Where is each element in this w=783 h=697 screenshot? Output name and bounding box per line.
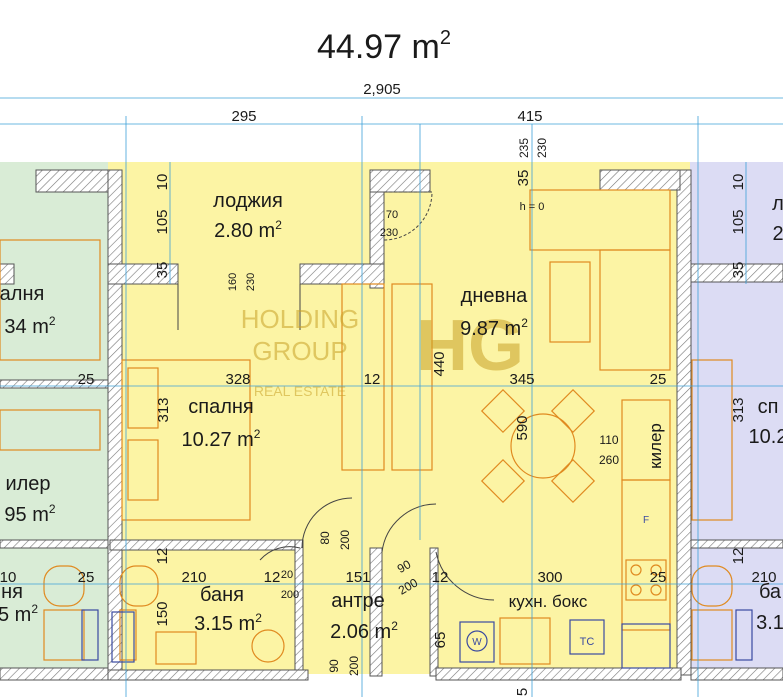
right-bath-name: ба: [759, 581, 782, 603]
left-bedroom-area: 34 m2: [4, 314, 55, 338]
dim-k110: 110: [599, 433, 618, 447]
dim-w328: 328: [225, 371, 250, 388]
dim-v35-top: 35: [515, 170, 532, 187]
bathroom-area: 3.15 m2: [194, 611, 262, 635]
watermark: HOLDING GROUP REAL ESTATE HG: [241, 304, 524, 399]
dim-h440: 440: [431, 351, 448, 376]
closet-name: килер: [646, 423, 665, 469]
bathroom-name: баня: [200, 584, 244, 606]
dimension-lines: [0, 97, 783, 697]
dim-right-span: 415: [517, 108, 542, 125]
loggia-name: лоджия: [213, 190, 283, 212]
watermark-logo: HG: [416, 306, 524, 386]
left-apartment-fill: [0, 162, 108, 674]
dim-d200a: 200: [338, 530, 352, 550]
dim-r10: 10: [730, 174, 747, 191]
right-bedroom-area: 10.2: [749, 426, 783, 448]
dim-b90: 90: [395, 557, 414, 576]
door-swings: [177, 191, 495, 601]
dim-r12: 12: [730, 548, 747, 565]
dim-v235: 235: [517, 138, 531, 158]
living-name: дневна: [461, 285, 529, 307]
dim-d230b: 230: [245, 273, 257, 291]
dim-b12b: 12: [432, 569, 449, 586]
left-bath-name: ня: [1, 581, 23, 603]
living-area: 9.87 m2: [460, 316, 528, 340]
dim-r105: 105: [730, 209, 747, 234]
dim-v200: 200: [347, 656, 361, 676]
dim-b10: 10: [0, 569, 16, 586]
washer-label: W: [472, 637, 482, 648]
dim-d80: 80: [318, 531, 332, 545]
left-closet-area: 95 m2: [4, 502, 55, 526]
right-bath-area: 3.1: [756, 612, 783, 634]
dim-b12a: 12: [264, 569, 281, 586]
dim-k260: 260: [599, 453, 619, 467]
left-bath-area: 5 m2: [0, 602, 38, 626]
dim-w25-right: 25: [650, 371, 667, 388]
dim-d160: 160: [227, 273, 239, 291]
vertical-dimension-labels: 235 230 35 10 105 35 160 230 10 105 35 4…: [154, 138, 747, 697]
dim-total-width: 2,905: [363, 81, 401, 98]
dim-w25-left: 25: [78, 371, 95, 388]
dim-bot5: 5: [514, 688, 531, 696]
furniture: [0, 189, 733, 665]
bedroom-name: спалня: [188, 396, 254, 418]
dim-b25: 25: [78, 569, 95, 586]
dim-r313: 313: [730, 397, 747, 422]
watermark-line2: GROUP: [252, 336, 347, 366]
appliances: [81, 609, 753, 669]
dimension-labels: 2,905 295 415 h = 0 70 230 25 328 12 345…: [0, 81, 777, 601]
dim-230-door: 230: [380, 227, 398, 239]
fridge-label: F: [643, 515, 649, 526]
kitchen-name: кухн. бокс: [509, 592, 588, 611]
right-loggia-name: л: [772, 193, 783, 215]
dim-b210: 210: [181, 569, 206, 586]
dim-v65: 65: [432, 632, 449, 649]
dim-v12: 12: [154, 548, 171, 565]
dim-w345: 345: [509, 371, 534, 388]
dim-h313: 313: [155, 397, 172, 422]
bedroom-area: 10.27 m2: [182, 427, 261, 451]
dim-70: 70: [386, 209, 398, 221]
room-labels: лоджия 2.80 m2 дневна 9.87 m2 спалня 10.…: [0, 190, 783, 643]
main-apartment-fill: [108, 162, 690, 674]
dim-v150: 150: [154, 601, 171, 626]
dim-left-span: 295: [231, 108, 256, 125]
dim-b300: 300: [537, 569, 562, 586]
total-area-title: 44.97 m2: [317, 27, 451, 66]
dim-w12-mid: 12: [364, 371, 381, 388]
dim-b25r: 25: [650, 569, 667, 586]
watermark-line3: REAL ESTATE: [254, 383, 346, 399]
dim-l35: 35: [154, 262, 171, 279]
dim-b151: 151: [345, 569, 370, 586]
dim-h0: h = 0: [520, 201, 545, 213]
right-apartment-fill: [690, 162, 783, 674]
dim-h590: 590: [514, 415, 531, 440]
hall-name: антре: [331, 590, 385, 612]
boiler-label: TC: [580, 636, 595, 648]
dim-b200b: 200: [281, 589, 299, 601]
walls: [0, 169, 783, 681]
hall-area: 2.06 m2: [330, 619, 398, 643]
dim-l10: 10: [154, 174, 171, 191]
dim-l105: 105: [154, 209, 171, 234]
left-closet-name: илер: [5, 473, 50, 495]
left-bedroom-name: алня: [0, 283, 44, 305]
dim-r210: 210: [751, 569, 776, 586]
dim-v90: 90: [327, 659, 341, 673]
dim-r35: 35: [730, 262, 747, 279]
right-loggia-area: 2: [772, 223, 783, 245]
loggia-area: 2.80 m2: [214, 218, 282, 242]
dim-v230-top: 230: [535, 138, 549, 158]
dim-b20: 20: [281, 569, 293, 581]
right-bedroom-name: сп: [758, 396, 779, 418]
watermark-line1: HOLDING: [241, 304, 359, 334]
